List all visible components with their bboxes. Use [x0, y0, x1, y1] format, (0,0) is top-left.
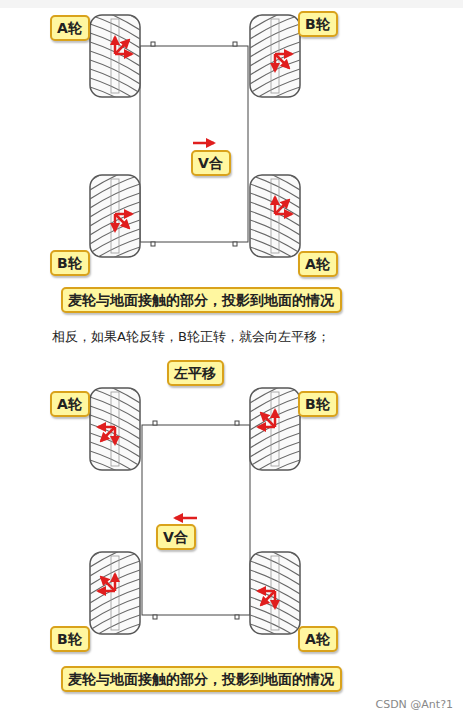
wheel-rollers: [250, 552, 300, 634]
wheel-label: B轮: [50, 250, 90, 276]
force-arrows: [115, 214, 132, 231]
wheel-outline: [90, 388, 140, 470]
force-arrows: [98, 574, 115, 591]
wheel-hub: [271, 179, 279, 253]
velocity-label: V合: [191, 150, 231, 176]
wheel-rollers: [250, 175, 300, 257]
body-text: 相反，如果A轮反转，B轮正转，就会向左平移；: [52, 328, 330, 346]
wheel-label: B轮: [298, 11, 338, 37]
wheel-rollers: [90, 388, 140, 470]
node-text: A轮: [57, 395, 83, 413]
node-text: B轮: [305, 395, 331, 413]
caption-box: 麦轮与地面接触的部分，投影到地面的情况: [61, 666, 342, 692]
velocity-label: V合: [156, 524, 196, 550]
force-arrows: [275, 54, 292, 71]
wheel-label: B轮: [298, 391, 338, 417]
wheel-rollers: [250, 15, 300, 97]
wheel-outline: [90, 552, 140, 634]
wheel-label: A轮: [298, 251, 338, 277]
wheel: [90, 352, 140, 502]
node-text: A轮: [57, 19, 83, 37]
node-text: 麦轮与地面接触的部分，投影到地面的情况: [68, 291, 335, 309]
wheel-rollers: [250, 388, 300, 470]
wheel-label: B轮: [50, 626, 90, 652]
wheel: [90, 139, 140, 289]
direction-label: 左平移: [167, 360, 224, 386]
force-arrows: [115, 37, 132, 54]
wheel-outline: [250, 175, 300, 257]
node-text: 左平移: [174, 364, 217, 382]
node-text: 麦轮与地面接触的部分，投影到地面的情况: [68, 670, 335, 688]
wheel: [250, 0, 300, 129]
wheel-hub: [111, 556, 119, 630]
wheel: [90, 516, 140, 666]
wheel-rollers: [90, 552, 140, 634]
wheel-outline: [90, 175, 140, 257]
force-arrows: [258, 591, 275, 608]
wheel-outline: [250, 15, 300, 97]
wheel: [250, 139, 300, 289]
wheel-label: A轮: [298, 626, 338, 652]
wheel: [250, 516, 300, 666]
wheel-outline: [90, 15, 140, 97]
toolbar-strip: [0, 0, 463, 8]
wheel-label: A轮: [50, 391, 90, 417]
node-text: V合: [163, 528, 189, 546]
wheel-rollers: [90, 175, 140, 257]
wheel-hub: [271, 392, 279, 466]
wheel-label: A轮: [50, 15, 90, 41]
wheel-hub: [111, 19, 119, 93]
node-text: A轮: [305, 630, 331, 648]
force-arrows: [258, 410, 275, 427]
force-arrows: [98, 427, 115, 444]
wheel-outline: [250, 388, 300, 470]
wheel: [90, 0, 140, 129]
wheel-outline: [250, 552, 300, 634]
force-arrows: [275, 197, 292, 214]
node-text: A轮: [305, 255, 331, 273]
node-text: B轮: [305, 15, 331, 33]
caption-box: 麦轮与地面接触的部分，投影到地面的情况: [61, 287, 342, 313]
node-text: B轮: [57, 254, 83, 272]
wheel-rollers: [90, 15, 140, 97]
node-text: B轮: [57, 630, 83, 648]
wheel: [250, 352, 300, 502]
node-text: V合: [198, 154, 224, 172]
watermark: CSDN @Ant?1: [375, 698, 453, 711]
